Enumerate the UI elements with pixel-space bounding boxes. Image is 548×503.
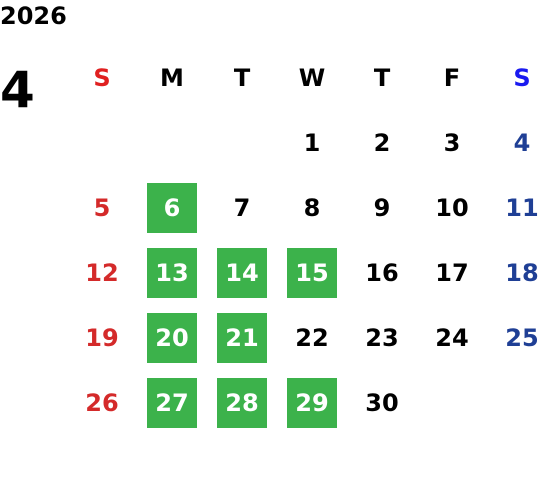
weekday-header-friday: F xyxy=(443,63,461,92)
day-cell: 3 xyxy=(417,110,487,175)
day-number xyxy=(147,118,197,168)
day-number: 15 xyxy=(287,247,337,298)
day-number: 3 xyxy=(443,128,461,157)
day-cell: 9 xyxy=(347,175,417,240)
day-number: 7 xyxy=(233,193,251,222)
day-number: 26 xyxy=(85,388,119,417)
day-cell: 17 xyxy=(417,240,487,305)
day-number: 21 xyxy=(217,312,267,363)
day-number: 17 xyxy=(435,258,469,287)
day-cell xyxy=(137,110,207,175)
weekday-header-sunday: S xyxy=(93,63,111,92)
day-number xyxy=(497,378,547,428)
day-cell: 16 xyxy=(347,240,417,305)
day-cell: 28 xyxy=(207,370,277,435)
day-number: 2 xyxy=(373,128,391,157)
day-cell: 21 xyxy=(207,305,277,370)
day-cell xyxy=(67,110,137,175)
weekday-header-wednesday: W xyxy=(298,63,326,92)
day-number xyxy=(427,378,477,428)
day-number: 14 xyxy=(217,247,267,298)
day-cell: 14 xyxy=(207,240,277,305)
day-number: 18 xyxy=(505,258,539,287)
day-cell: 18 xyxy=(487,240,548,305)
day-cell: 1 xyxy=(277,110,347,175)
day-number: 16 xyxy=(365,258,399,287)
day-cell: 26 xyxy=(67,370,137,435)
day-number: 1 xyxy=(303,128,321,157)
day-cell: 4 xyxy=(487,110,548,175)
weekday-header-thursday: T xyxy=(373,63,391,92)
day-number: 8 xyxy=(303,193,321,222)
year-label: 2026 xyxy=(0,2,67,30)
day-cell: 6 xyxy=(137,175,207,240)
day-number: 22 xyxy=(295,323,329,352)
weekday-header-monday: M xyxy=(160,63,184,92)
day-cell: 2 xyxy=(347,110,417,175)
day-cell: 11 xyxy=(487,175,548,240)
day-number: 9 xyxy=(373,193,391,222)
day-cell xyxy=(487,370,548,435)
day-number: 5 xyxy=(93,193,111,222)
day-cell: 24 xyxy=(417,305,487,370)
day-cell: 12 xyxy=(67,240,137,305)
day-number: 25 xyxy=(505,323,539,352)
weekday-header-tuesday: T xyxy=(233,63,251,92)
day-number xyxy=(77,118,127,168)
day-cell: 29 xyxy=(277,370,347,435)
day-number: 20 xyxy=(147,312,197,363)
day-number: 27 xyxy=(147,377,197,428)
day-number: 29 xyxy=(287,377,337,428)
day-cell: 25 xyxy=(487,305,548,370)
day-number: 4 xyxy=(513,128,531,157)
day-number: 23 xyxy=(365,323,399,352)
day-cell: 30 xyxy=(347,370,417,435)
day-cell xyxy=(207,110,277,175)
day-cell: 8 xyxy=(277,175,347,240)
day-number: 10 xyxy=(435,193,469,222)
day-number: 30 xyxy=(365,388,399,417)
month-number: 4 xyxy=(0,61,35,119)
day-cell xyxy=(417,370,487,435)
day-number xyxy=(217,118,267,168)
weekday-header-saturday: S xyxy=(513,63,531,92)
day-number: 24 xyxy=(435,323,469,352)
day-cell: 20 xyxy=(137,305,207,370)
day-number: 19 xyxy=(85,323,119,352)
calendar-grid: S M T W T F S 1 2 3 4 5 6 7 8 9 10 11 12… xyxy=(67,45,548,435)
day-cell: 15 xyxy=(277,240,347,305)
day-number: 12 xyxy=(85,258,119,287)
day-number: 13 xyxy=(147,247,197,298)
day-cell: 22 xyxy=(277,305,347,370)
day-number: 6 xyxy=(147,182,197,233)
day-number: 11 xyxy=(505,193,539,222)
day-cell: 10 xyxy=(417,175,487,240)
day-cell: 19 xyxy=(67,305,137,370)
day-cell: 27 xyxy=(137,370,207,435)
day-cell: 5 xyxy=(67,175,137,240)
day-cell: 7 xyxy=(207,175,277,240)
day-cell: 13 xyxy=(137,240,207,305)
day-number: 28 xyxy=(217,377,267,428)
day-cell: 23 xyxy=(347,305,417,370)
